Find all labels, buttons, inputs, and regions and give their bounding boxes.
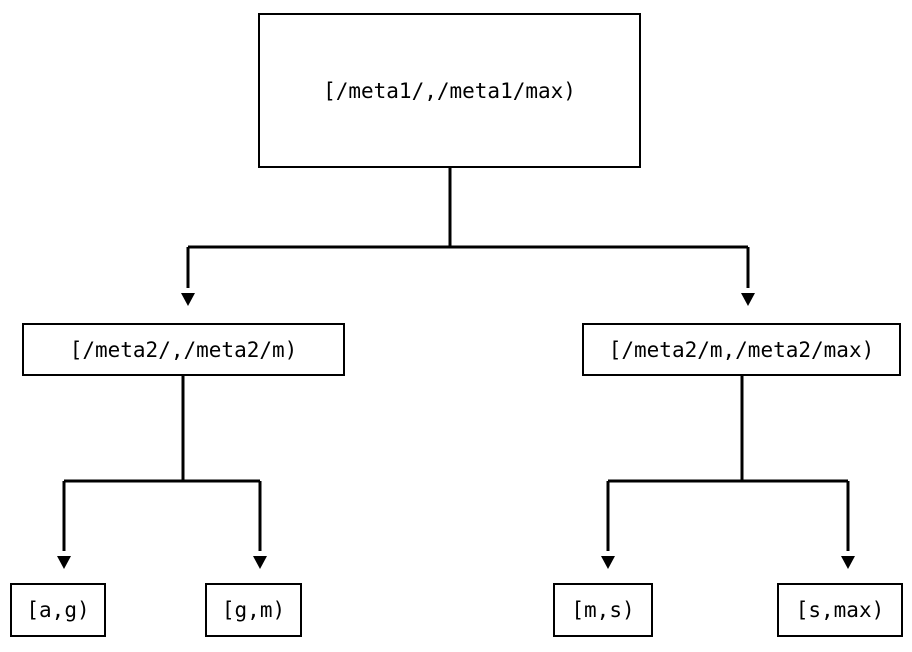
- arrowhead-to-mid-left: [181, 293, 195, 306]
- node-leaf-1[interactable]: [a,g): [10, 583, 106, 637]
- node-root-label: [/meta1/,/meta1/max): [323, 78, 576, 103]
- node-mid-right[interactable]: [/meta2/m,/meta2/max): [582, 323, 901, 376]
- node-root[interactable]: [/meta1/,/meta1/max): [258, 13, 641, 168]
- node-leaf-4[interactable]: [s,max): [777, 583, 903, 637]
- arrowhead-to-leaf-3: [601, 556, 615, 569]
- arrowhead-to-mid-right: [741, 293, 755, 306]
- node-leaf-2-label: [g,m): [221, 598, 286, 622]
- arrowhead-to-leaf-2: [253, 556, 267, 569]
- node-leaf-4-label: [s,max): [795, 598, 885, 622]
- node-leaf-3-label: [m,s): [571, 598, 635, 622]
- node-mid-right-label: [/meta2/m,/meta2/max): [608, 337, 875, 362]
- arrowhead-to-leaf-1: [57, 556, 71, 569]
- node-leaf-2[interactable]: [g,m): [205, 583, 302, 637]
- arrowhead-to-leaf-4: [841, 556, 855, 569]
- node-mid-left[interactable]: [/meta2/,/meta2/m): [22, 323, 345, 376]
- node-leaf-1-label: [a,g): [26, 598, 90, 622]
- node-leaf-3[interactable]: [m,s): [553, 583, 653, 637]
- node-mid-left-label: [/meta2/,/meta2/m): [69, 337, 298, 362]
